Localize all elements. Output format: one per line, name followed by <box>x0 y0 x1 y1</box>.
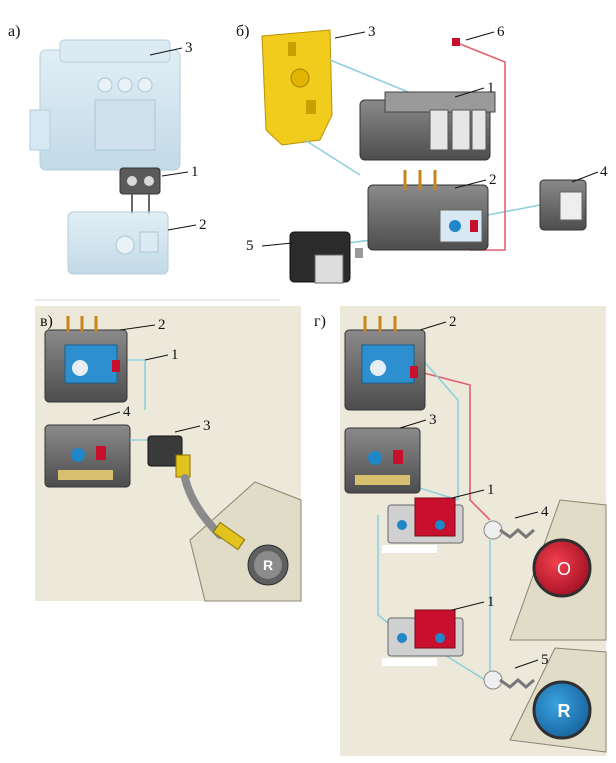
callout-d-1a: 1 <box>487 482 495 498</box>
panel-a-label: а) <box>8 23 20 40</box>
leader-b-2 <box>454 179 487 189</box>
relay-d <box>344 316 426 411</box>
aux-d <box>344 427 421 494</box>
terminal-red <box>452 38 460 46</box>
callout-b-5: 5 <box>246 238 254 254</box>
leader-c-4 <box>92 411 121 421</box>
callout-c-1: 1 <box>171 347 179 363</box>
reset-button-stem <box>483 670 535 690</box>
leader-b-4 <box>571 171 599 183</box>
leader-d-2 <box>419 321 447 331</box>
leader-a-1 <box>161 171 189 177</box>
contact-block-upper <box>382 497 464 553</box>
reset-button-d-label: R <box>558 701 571 721</box>
leader-d-1a <box>451 489 485 499</box>
stop-button[interactable]: O <box>532 538 592 598</box>
stop-button-label: O <box>557 559 571 579</box>
relay-c <box>44 316 128 403</box>
leader-d-4 <box>514 511 539 519</box>
callout-b-2: 2 <box>489 172 497 188</box>
mounting-plate <box>261 29 333 146</box>
panel-c: в) R <box>35 306 302 602</box>
cable-sleeve <box>212 521 246 551</box>
reset-button-c[interactable]: R <box>247 544 289 586</box>
callout-d-5: 5 <box>541 652 549 668</box>
callout-d-4: 4 <box>541 504 549 520</box>
contactor-gray <box>359 91 496 161</box>
leader-c-1 <box>144 354 169 361</box>
wire-d-red <box>419 371 491 521</box>
wire-d-1 <box>419 356 459 500</box>
leader-b-1 <box>454 87 485 98</box>
panel-b: б) <box>236 23 608 284</box>
auxiliary-block <box>539 179 587 231</box>
link-module <box>119 167 161 215</box>
wire-d-4 <box>439 651 486 681</box>
wire-b-2 <box>304 139 361 176</box>
panel-d-label: г) <box>314 313 326 330</box>
callout-c-2: 2 <box>158 317 166 333</box>
thermal-relay <box>367 170 489 251</box>
leader-d-3 <box>399 419 427 429</box>
contactor-ghost <box>29 39 181 171</box>
callout-b-1: 1 <box>487 80 495 96</box>
leader-c-2 <box>119 324 156 331</box>
relay-ghost <box>67 211 169 275</box>
leader-a-2 <box>167 224 197 231</box>
leader-b-5 <box>261 242 293 247</box>
leader-b-3 <box>334 31 366 39</box>
panel-d: г) <box>314 306 607 756</box>
leader-d-1b <box>451 601 485 611</box>
callout-d-3: 3 <box>429 412 437 428</box>
panel-a: а) 3 1 2 <box>8 23 207 275</box>
callout-d-2: 2 <box>449 314 457 330</box>
contact-block-lower <box>382 609 464 666</box>
wire-b-4 <box>487 204 541 216</box>
panel-c-label: в) <box>40 313 53 330</box>
callout-a-3: 3 <box>185 40 193 56</box>
callout-c-4: 4 <box>123 404 131 420</box>
aux-c <box>44 424 131 488</box>
callout-a-2: 2 <box>199 217 207 233</box>
connector-c <box>147 435 191 478</box>
callout-c-3: 3 <box>203 418 211 434</box>
stop-button-stem <box>483 520 535 540</box>
leader-a-3 <box>149 47 183 56</box>
callout-d-1b: 1 <box>487 594 495 610</box>
remote-module <box>289 231 363 284</box>
leader-b-6 <box>465 31 495 41</box>
leader-d-5 <box>514 659 539 669</box>
leader-c-3 <box>174 425 201 433</box>
panel-b-label: б) <box>236 23 249 40</box>
callout-b-4: 4 <box>600 164 608 180</box>
reset-button-d[interactable]: R <box>532 680 592 740</box>
callout-a-1: 1 <box>191 164 199 180</box>
reset-button-c-label: R <box>263 557 273 573</box>
callout-b-3: 3 <box>368 24 376 40</box>
callout-b-6: 6 <box>497 24 505 40</box>
wire-b-red <box>459 43 506 251</box>
